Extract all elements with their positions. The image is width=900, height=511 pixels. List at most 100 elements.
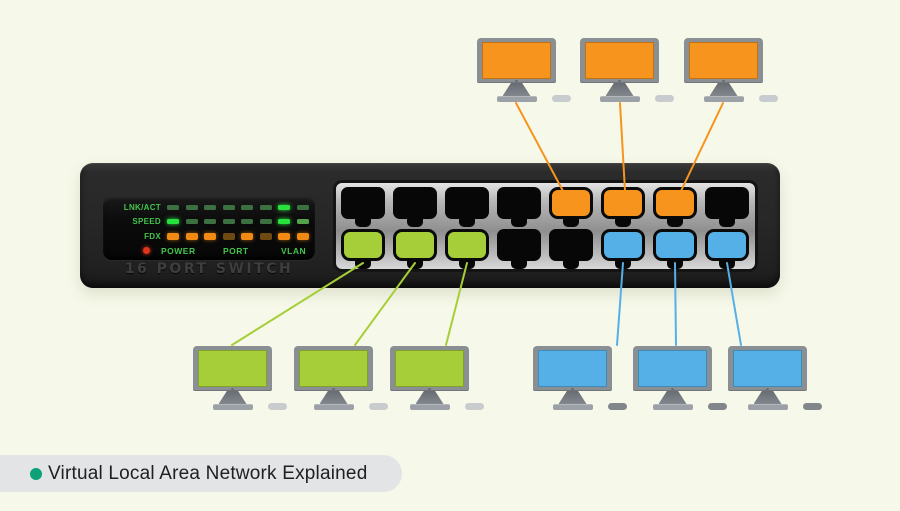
port-bottom-2-green: [393, 229, 437, 269]
mouse-icon: [608, 403, 627, 410]
monitor-stand-neck: [558, 391, 587, 404]
monitor-frame: [390, 346, 469, 391]
monitor-stand-base: [747, 404, 788, 410]
led-orange-on: [241, 232, 253, 240]
monitor-screen: [638, 350, 707, 387]
led-orange-dim: [259, 232, 272, 240]
caption-bullet-icon: [30, 467, 42, 480]
mouse-icon: [655, 95, 674, 102]
monitor-blue-3: [728, 346, 822, 412]
monitor-stand-neck: [218, 391, 247, 404]
mouse-icon: [369, 403, 388, 410]
port-tab: [459, 260, 475, 269]
led-green-dim: [241, 219, 253, 224]
led-strip: [167, 219, 309, 224]
port-bottom-4-black: [497, 229, 541, 269]
monitor-power-dot: [722, 80, 725, 82]
port-bottom-3-green: [445, 229, 489, 269]
led-green-dim: [241, 204, 253, 210]
port-tab: [563, 218, 579, 227]
monitor-frame: [633, 346, 712, 391]
monitor-frame: [193, 346, 272, 391]
monitor-screen: [689, 42, 758, 79]
port-tab: [667, 218, 683, 227]
port-top-1-black: [341, 187, 385, 227]
monitor-stand-neck: [502, 83, 531, 96]
monitor-frame: [580, 38, 659, 83]
monitor-power-dot: [766, 388, 769, 390]
monitor-power-dot: [618, 80, 621, 82]
monitor-blue-2: [633, 346, 727, 412]
port-bottom-8-blue: [705, 229, 749, 269]
monitor-power-dot: [571, 388, 574, 390]
led-green-on: [167, 219, 179, 224]
monitor-stand-base: [496, 96, 537, 102]
led-orange-on: [278, 232, 290, 240]
port-top-4-black: [497, 187, 541, 227]
port-tab: [511, 218, 527, 227]
monitor-orange-2: [580, 38, 674, 104]
port-tab: [407, 218, 423, 227]
monitor-stand-base: [313, 404, 354, 410]
monitor-screen: [395, 350, 464, 387]
led-green-dim: [185, 219, 198, 224]
led-orange-on: [185, 232, 198, 240]
port-panel: [333, 180, 758, 272]
monitor-frame: [728, 346, 807, 391]
monitor-screen: [482, 42, 551, 79]
monitor-stand-base: [652, 404, 693, 410]
monitor-blue-1: [533, 346, 627, 412]
led-row-fdx: FDX: [111, 231, 309, 241]
port-top-2-black: [393, 187, 437, 227]
led-green-dim: [167, 204, 179, 210]
mouse-icon: [465, 403, 484, 410]
port-bottom-7-blue: [653, 229, 697, 269]
port-top-8-black: [705, 187, 749, 227]
port-tab: [563, 260, 579, 269]
led-green-on: [278, 219, 290, 224]
led-strip: [167, 232, 309, 240]
port-bottom-6-blue: [601, 229, 645, 269]
led-orange-on: [296, 232, 309, 240]
port-jack: [497, 187, 541, 219]
mouse-icon: [708, 403, 727, 410]
led-row-lnkact: LNK/ACT: [111, 202, 309, 212]
port-tab: [719, 260, 735, 269]
port-jack: [341, 229, 385, 261]
port-tab: [615, 218, 631, 227]
led-row-speed: SPEED: [111, 217, 309, 227]
port-jack: [705, 187, 749, 219]
port-top-3-black: [445, 187, 489, 227]
monitor-stand-base: [212, 404, 253, 410]
monitor-stand-base: [552, 404, 593, 410]
led-row-label: SPEED: [132, 217, 161, 226]
caption-banner: Virtual Local Area Network Explained: [0, 455, 402, 492]
monitor-power-dot: [671, 388, 674, 390]
monitor-screen: [198, 350, 267, 387]
port-jack: [549, 187, 593, 219]
port-tab: [355, 218, 371, 227]
monitor-power-dot: [231, 388, 234, 390]
port-top-6-orange: [601, 187, 645, 227]
port-jack: [393, 229, 437, 261]
monitor-green-2: [294, 346, 388, 412]
port-jack: [445, 187, 489, 219]
monitor-frame: [294, 346, 373, 391]
port-tab: [355, 260, 371, 269]
monitor-power-dot: [332, 388, 335, 390]
monitor-screen: [299, 350, 368, 387]
port-jack: [601, 187, 645, 219]
port-jack: [549, 229, 593, 261]
led-group-label-power: POWER: [161, 246, 196, 256]
monitor-stand-base: [599, 96, 640, 102]
monitor-screen: [538, 350, 607, 387]
monitor-orange-1: [477, 38, 571, 104]
port-tab: [667, 260, 683, 269]
led-green-mid: [296, 219, 309, 224]
port-bottom-5-black: [549, 229, 593, 269]
monitor-stand-neck: [319, 391, 348, 404]
monitor-stand-neck: [658, 391, 687, 404]
port-jack: [653, 229, 697, 261]
